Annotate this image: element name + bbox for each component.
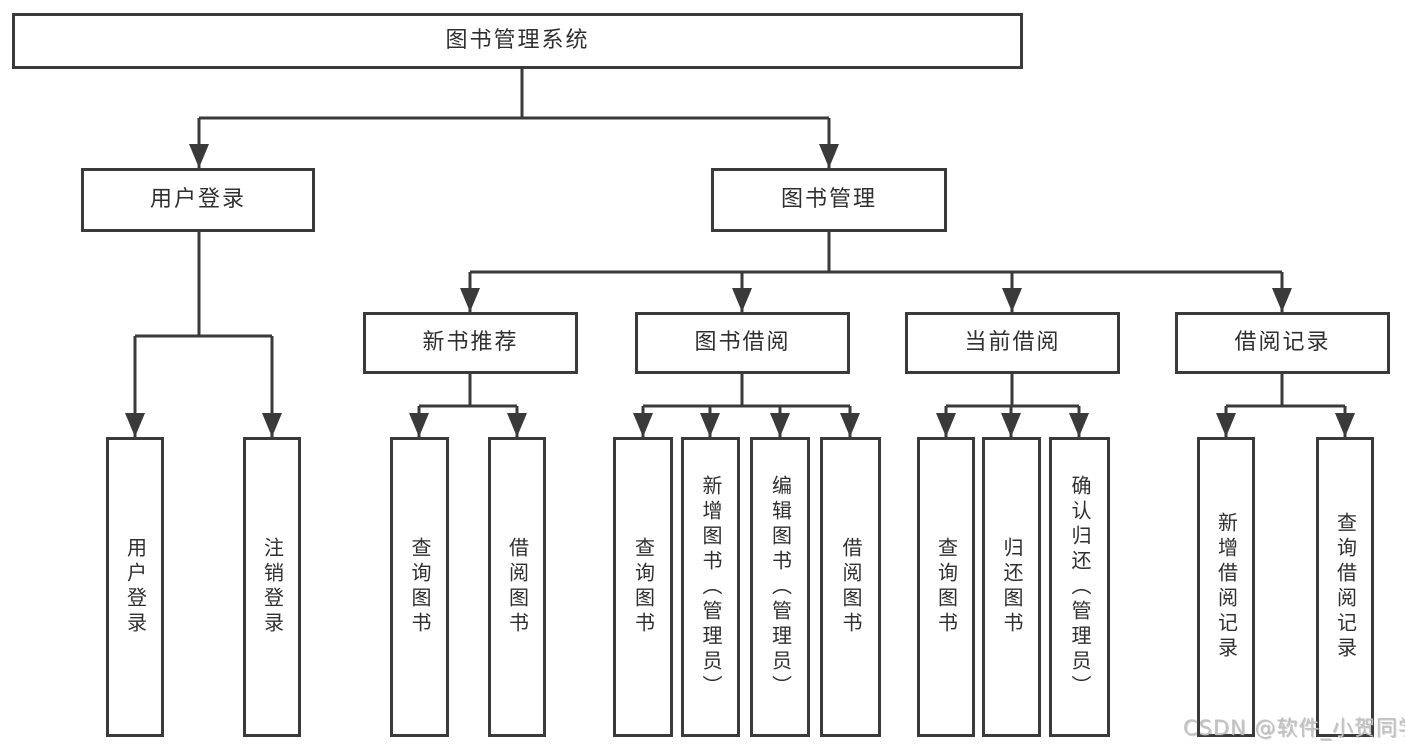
csdn-watermark: CSDN @软件_小贺同学 xyxy=(1183,716,1405,740)
leaf-current-return-books: 归还图书 xyxy=(982,437,1041,737)
leaf-borrow-borrow-books: 借阅图书 xyxy=(820,437,881,737)
connector-root-to-level2 xyxy=(189,69,839,168)
leaf-borrow-edit-books-admin: 编辑图书（管理员） xyxy=(750,437,810,737)
leaf-user-login: 用户登录 xyxy=(106,437,164,737)
connector-user-login-children xyxy=(125,232,282,437)
connector-book-borrow-children xyxy=(633,374,860,437)
leaf-borrow-add-books-admin: 新增图书（管理员） xyxy=(681,437,740,737)
node-current-borrow: 当前借阅 xyxy=(905,312,1120,374)
connector-current-borrow-children xyxy=(936,374,1089,437)
leaf-borrow-query-books: 查询图书 xyxy=(613,437,673,737)
leaf-current-query-books: 查询图书 xyxy=(917,437,975,737)
node-new-book-recommend: 新书推荐 xyxy=(363,312,578,374)
leaf-records-add-borrow-record: 新增借阅记录 xyxy=(1197,437,1255,737)
leaf-recommend-query-books: 查询图书 xyxy=(390,437,449,737)
node-borrow-records: 借阅记录 xyxy=(1175,312,1390,374)
node-book-management: 图书管理 xyxy=(711,168,947,232)
node-book-borrow: 图书借阅 xyxy=(635,312,850,374)
node-root: 图书管理系统 xyxy=(12,13,1023,69)
connector-borrow-records-children xyxy=(1216,374,1355,437)
leaf-current-confirm-return-admin: 确认归还（管理员） xyxy=(1049,437,1110,737)
connector-new-book-recommend-children xyxy=(409,374,527,437)
connector-book-management-children xyxy=(460,232,1292,312)
leaf-recommend-borrow-books: 借阅图书 xyxy=(488,437,546,737)
leaf-logout: 注销登录 xyxy=(243,437,301,737)
node-user-login: 用户登录 xyxy=(81,168,315,232)
leaf-records-query-borrow-record: 查询借阅记录 xyxy=(1316,437,1374,737)
